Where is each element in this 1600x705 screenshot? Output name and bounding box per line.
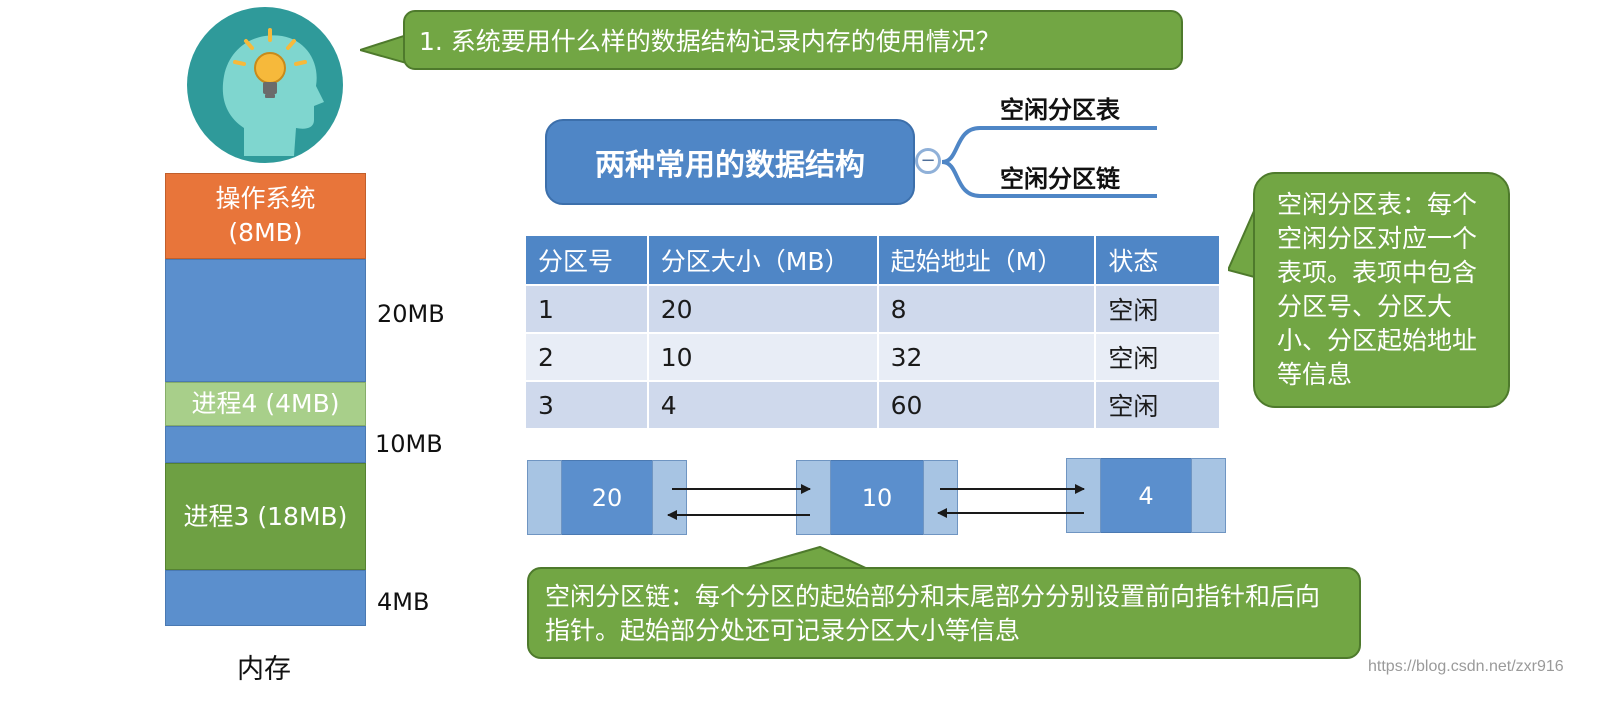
header-partition-no: 分区号 (526, 236, 649, 285)
chain-node-value: 20 (562, 460, 652, 535)
chain-node-size: 10 (861, 483, 893, 512)
header-status: 状态 (1095, 236, 1221, 285)
question-bubble-tail (360, 32, 410, 66)
table-cell: 2 (526, 332, 649, 381)
table-cell: 空闲 (1095, 284, 1221, 333)
chain-node-1: 20 (527, 460, 687, 535)
table-cell: 32 (877, 332, 1097, 381)
table-cell: 10 (647, 332, 879, 381)
table-note-bubble: 空闲分区表：每个空闲分区对应一个表项。表项中包含分区号、分区大小、分区起始地址等… (1253, 172, 1510, 408)
memory-block-process4: 进程4 (4MB) (165, 382, 366, 426)
watermark: https://blog.csdn.net/zxr916 (1368, 658, 1564, 675)
os-size: (8MB) (228, 218, 303, 247)
table-cell: 60 (877, 380, 1097, 428)
chain-node-size: 4 (1138, 481, 1154, 510)
question-text: 1. 系统要用什么样的数据结构记录内存的使用情况？ (419, 27, 1001, 56)
collapse-toggle-symbol: − (920, 150, 936, 171)
process3-label: 进程3 (18MB) (183, 501, 348, 531)
table-cell: 空闲 (1095, 380, 1221, 428)
chain-node-next-pointer (923, 460, 958, 535)
free-size-label-10: 10MB (375, 430, 443, 458)
chain-node-3: 4 (1066, 458, 1226, 533)
table-header-row: 分区号 分区大小（MB） 起始地址（M） 状态 (526, 236, 1221, 285)
table-cell: 3 (526, 380, 649, 428)
table-row: 2 10 32 空闲 (526, 332, 1221, 381)
chain-pointer-arrows (667, 484, 1085, 520)
chain-node-value: 4 (1101, 458, 1191, 533)
mindmap-branch-lines (941, 126, 1157, 198)
header-start-address: 起始地址（M） (877, 236, 1097, 285)
table-cell: 8 (877, 284, 1097, 333)
free-size-label-4: 4MB (377, 588, 430, 616)
collapse-toggle-icon[interactable]: − (915, 148, 941, 174)
memory-block-free-4 (165, 570, 366, 626)
chain-node-prev-pointer (796, 460, 831, 535)
chain-note-text: 空闲分区链：每个分区的起始部分和末尾部分分别设置前向指针和后向指针。起始部分处还… (545, 582, 1321, 645)
chain-node-2: 10 (796, 460, 958, 535)
chain-node-prev-pointer (527, 460, 562, 535)
chain-node-next-pointer (1191, 458, 1226, 533)
header-partition-size: 分区大小（MB） (647, 236, 879, 285)
free-size-label-20: 20MB (377, 300, 445, 328)
memory-block-process3: 进程3 (18MB) (165, 463, 366, 570)
mindmap-leaf-table: 空闲分区表 (1000, 96, 1120, 124)
os-name: 操作系统 (215, 184, 316, 213)
memory-label: 内存 (237, 654, 291, 685)
chain-node-next-pointer (652, 460, 687, 535)
table-row: 3 4 60 空闲 (526, 380, 1221, 428)
thinking-head-icon (187, 7, 343, 163)
memory-block-os: 操作系统 (8MB) (165, 173, 366, 259)
mindmap-center-node: 两种常用的数据结构 (545, 119, 915, 205)
memory-block-free-10 (165, 426, 366, 463)
chain-node-value: 10 (831, 460, 923, 535)
table-cell: 4 (647, 380, 879, 428)
question-bubble: 1. 系统要用什么样的数据结构记录内存的使用情况？ (403, 10, 1183, 70)
table-cell: 20 (647, 284, 879, 333)
chain-note-bubble: 空闲分区链：每个分区的起始部分和末尾部分分别设置前向指针和后向指针。起始部分处还… (527, 567, 1361, 659)
free-partition-table: 分区号 分区大小（MB） 起始地址（M） 状态 1 20 8 空闲 2 10 3… (526, 236, 1221, 428)
table-row: 1 20 8 空闲 (526, 284, 1221, 333)
process4-label: 进程4 (4MB) (191, 389, 340, 418)
table-cell: 1 (526, 284, 649, 333)
chain-node-prev-pointer (1066, 458, 1101, 533)
mindmap-leaf-chain: 空闲分区链 (1000, 165, 1120, 193)
table-note-text: 空闲分区表：每个空闲分区对应一个表项。表项中包含分区号、分区大小、分区起始地址等… (1277, 190, 1478, 389)
memory-block-free-20 (165, 259, 366, 382)
chain-node-size: 20 (591, 483, 623, 512)
mindmap-center-label: 两种常用的数据结构 (595, 148, 865, 183)
table-cell: 空闲 (1095, 332, 1221, 381)
